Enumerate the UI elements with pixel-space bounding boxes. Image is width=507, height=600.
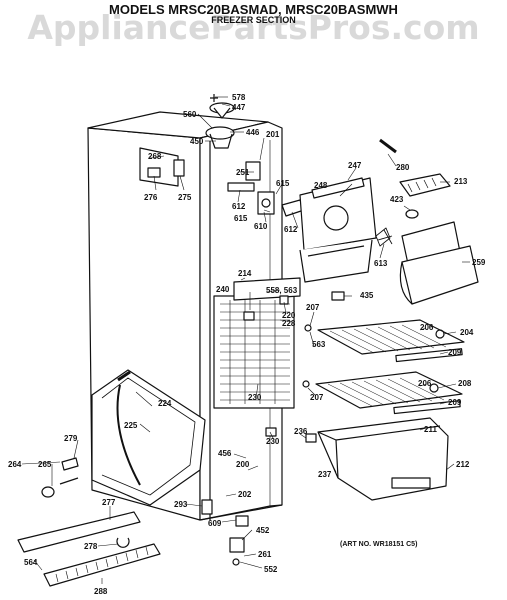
damper-control — [227, 161, 305, 217]
label-212: 212 — [456, 460, 470, 469]
label-558-563: 558, 563 — [266, 286, 298, 295]
label-202: 202 — [238, 490, 252, 499]
label-288: 288 — [94, 587, 108, 596]
label-204: 204 — [460, 328, 474, 337]
toe-grille — [17, 511, 161, 587]
label-240: 240 — [216, 285, 230, 294]
label-247: 247 — [348, 161, 362, 170]
label-456: 456 — [218, 449, 232, 458]
label-206-top: 206 — [420, 323, 434, 332]
label-275: 275 — [178, 193, 192, 202]
label-560: 560 — [183, 110, 197, 119]
label-279: 279 — [64, 434, 78, 443]
watermark: AppliancePartsPros.com — [27, 8, 480, 47]
label-213: 213 — [454, 177, 468, 186]
label-237: 237 — [318, 470, 332, 479]
label-259: 259 — [472, 258, 486, 267]
ice-tray — [379, 138, 451, 197]
models-title: MODELS MRSC20BASMAD, MRSC20BASMWH — [109, 2, 398, 17]
switch-housing — [139, 147, 185, 187]
label-435: 435 — [360, 291, 374, 300]
label-280: 280 — [396, 163, 410, 172]
leader-lines — [21, 96, 470, 584]
label-209-bottom: 209 — [448, 398, 462, 407]
freezer-basket — [317, 417, 449, 501]
label-224: 224 — [158, 399, 172, 408]
label-612-right: 612 — [284, 225, 298, 234]
label-225: 225 — [124, 421, 138, 430]
label-207-bottom: 207 — [310, 393, 324, 402]
label-201: 201 — [266, 130, 280, 139]
art-number: (ART NO. WR18151 C5) — [340, 541, 417, 548]
label-211: 211 — [424, 425, 437, 434]
drain-pan — [91, 369, 206, 506]
label-209-top: 209 — [448, 348, 462, 357]
label-206-bottom: 206 — [418, 379, 432, 388]
label-207-top: 207 — [306, 303, 320, 312]
label-612-left: 612 — [232, 202, 246, 211]
label-268: 268 — [148, 152, 162, 161]
label-265: 265 — [38, 460, 52, 469]
label-208: 208 — [458, 379, 472, 388]
upper-shelf — [317, 319, 465, 363]
label-277: 277 — [102, 498, 116, 507]
label-220: 220 — [282, 311, 296, 320]
label-230-top: 230 — [248, 393, 262, 402]
label-552: 552 — [264, 565, 278, 574]
label-563: 563 — [312, 340, 326, 349]
label-261: 261 — [258, 550, 272, 559]
label-578: 578 — [232, 93, 246, 102]
fan-shroud — [299, 177, 377, 283]
label-264: 264 — [8, 460, 22, 469]
label-248: 248 — [314, 181, 328, 190]
label-613: 613 — [374, 259, 388, 268]
lower-shelf — [315, 371, 463, 415]
label-610: 610 — [254, 222, 268, 231]
label-236: 236 — [294, 427, 308, 436]
label-615-top: 615 — [276, 179, 290, 188]
label-564: 564 — [24, 558, 38, 567]
label-452: 452 — [256, 526, 270, 535]
section-title: FREEZER SECTION — [211, 15, 296, 25]
label-276: 276 — [144, 193, 158, 202]
label-251: 251 — [236, 168, 250, 177]
ice-bin-cover — [399, 245, 479, 305]
label-446: 446 — [246, 128, 260, 137]
label-447: 447 — [232, 103, 246, 112]
label-200: 200 — [236, 460, 250, 469]
label-609: 609 — [208, 519, 222, 528]
label-423: 423 — [390, 195, 404, 204]
label-228: 228 — [282, 319, 296, 328]
part-number-labels: 578 447 560 446 450 201 268 251 276 275 … — [8, 93, 486, 596]
label-293: 293 — [174, 500, 188, 509]
label-230-bottom: 230 — [266, 437, 280, 446]
label-278: 278 — [84, 542, 98, 551]
label-450: 450 — [190, 137, 204, 146]
label-615-left: 615 — [234, 214, 248, 223]
label-214: 214 — [238, 269, 252, 278]
